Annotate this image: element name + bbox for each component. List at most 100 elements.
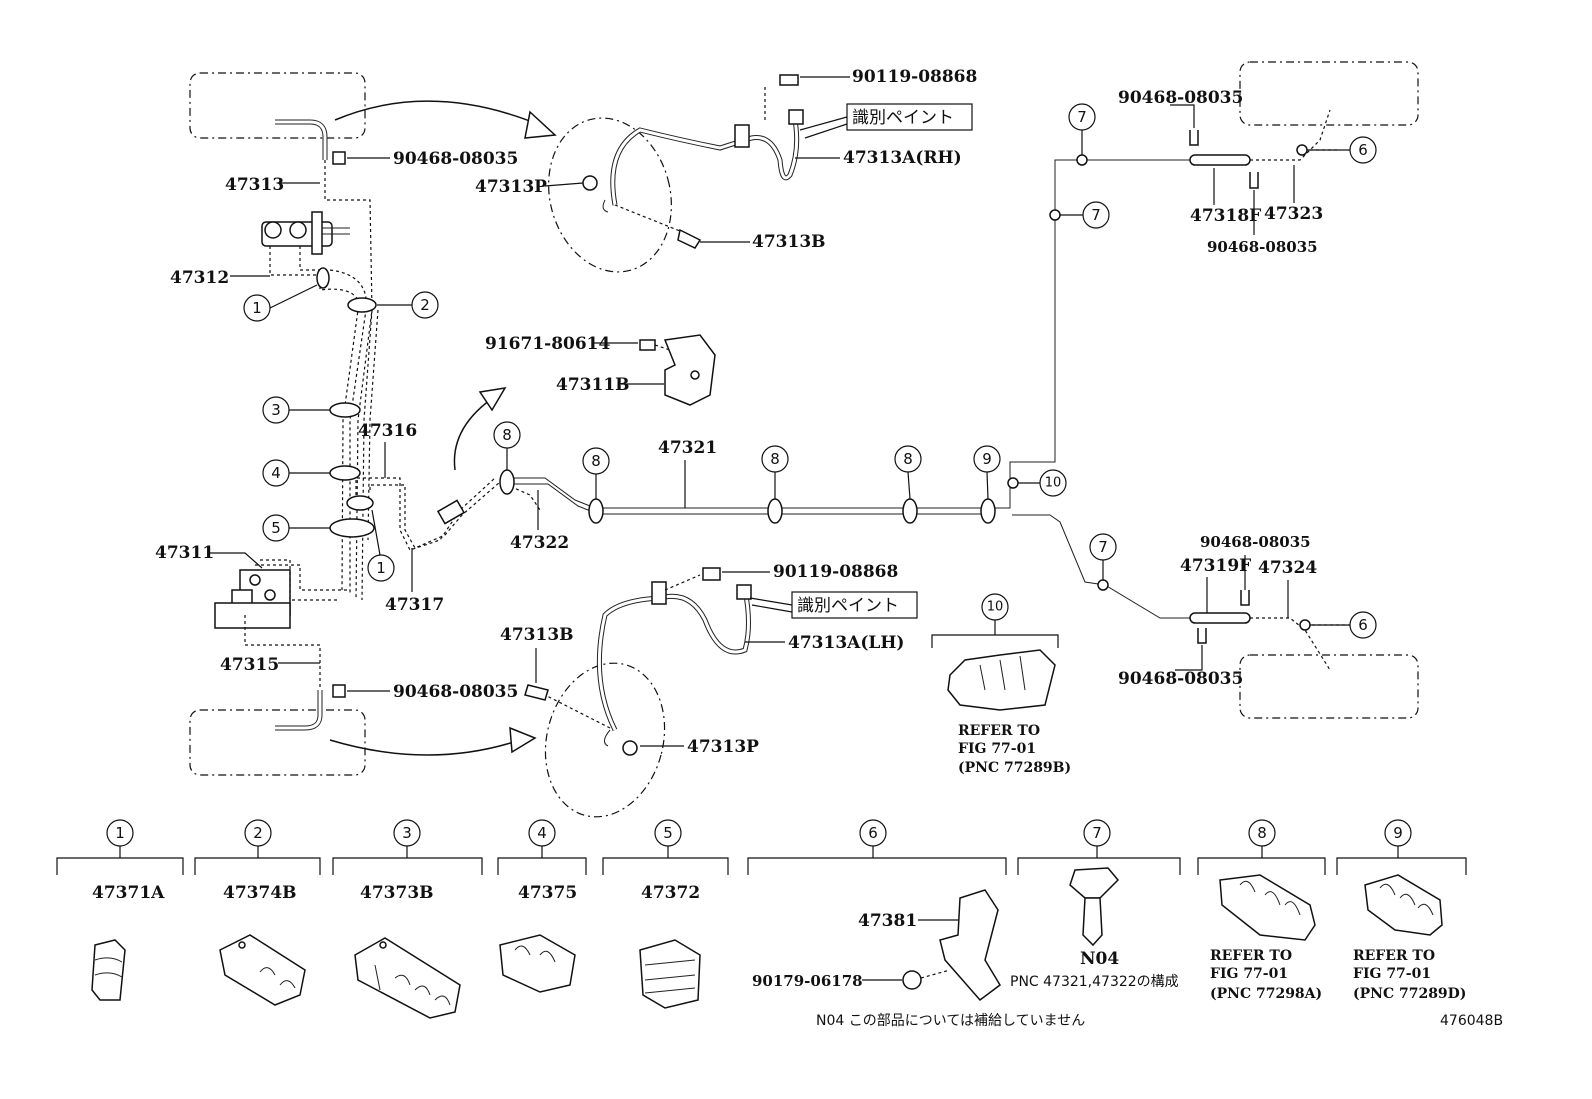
- callout-8-a: [493, 421, 521, 449]
- callout-4-text: 4: [271, 464, 281, 482]
- ref10-line2: FIG 77-01: [958, 741, 1036, 757]
- clamp-8-d: [902, 498, 918, 524]
- label-47313P-bottom: 47313P: [687, 737, 759, 757]
- abs-actuator-47311: [214, 559, 348, 629]
- rear-right-tubes: [1000, 109, 1350, 671]
- callout-6-b-text: 6: [1358, 616, 1368, 634]
- pnc-composition-note: PNC 47321,47322の構成: [1010, 974, 1179, 990]
- callout-7-b: [1082, 201, 1110, 229]
- parts-row: 1 47371A 2 47374B 3 47373B 4 47375 5 473…: [56, 819, 1467, 1019]
- label-90468-08035-top-right-a: 90468-08035: [1118, 88, 1243, 108]
- callout-8-b-text: 8: [591, 452, 601, 470]
- label-47324: 47324: [1258, 558, 1317, 578]
- label-47313B-top: 47313B: [752, 232, 826, 252]
- callout-3-text: 3: [271, 401, 281, 419]
- callout-1-text: 1: [252, 299, 262, 317]
- callout-8-d: [894, 445, 922, 473]
- part-5-number: 5: [663, 824, 673, 842]
- clamp-2: [347, 297, 377, 313]
- clamp-5: [329, 518, 375, 538]
- label-47322: 47322: [510, 533, 569, 553]
- label-47316: 47316: [358, 421, 417, 441]
- long-rear-tube-47321: [500, 477, 1000, 515]
- ref10-line3: (PNC 77289B): [958, 760, 1071, 776]
- label-47313B-bottom: 47313B: [500, 625, 574, 645]
- label-47318F: 47318F: [1190, 206, 1261, 226]
- clamp-8-c: [767, 498, 783, 524]
- callout-2-text: 2: [420, 296, 430, 314]
- part-4-number: 4: [537, 824, 547, 842]
- callout-8-c-text: 8: [770, 450, 780, 468]
- ref8-line3: (PNC 77298A): [1210, 986, 1322, 1002]
- callout-8-d-text: 8: [903, 450, 913, 468]
- label-90468-08035-bottom-left: 90468-08035: [393, 682, 518, 702]
- clip-icon-top-right-a: [1189, 130, 1199, 146]
- part-47372-clamp: [639, 939, 701, 1009]
- clamp-4: [329, 465, 361, 481]
- label-90119-08868-top: 90119-08868: [852, 67, 977, 87]
- part-47373B-clamp: [354, 937, 461, 1019]
- front-left-wheel-box: [189, 690, 537, 776]
- rear-right-wheel-box: [1239, 61, 1419, 126]
- clamp-3: [329, 402, 361, 418]
- part-2-number: 2: [253, 824, 263, 842]
- part-N04-label: N04: [1080, 949, 1119, 969]
- callout-8-a-text: 8: [502, 426, 512, 444]
- clamp-10: [1007, 477, 1019, 489]
- clip-icon-top-right-b: [1249, 172, 1259, 189]
- ref8-line1: REFER TO: [1210, 948, 1292, 964]
- master-cylinder: [261, 211, 350, 255]
- part-47374B-label: 47374B: [223, 883, 297, 903]
- part-47381-bracket: [939, 889, 1001, 1002]
- part-47372-label: 47372: [641, 883, 700, 903]
- ref9-line1: REFER TO: [1353, 948, 1435, 964]
- callout-7-a: [1068, 103, 1096, 131]
- label-91671-80614: 91671-80614: [485, 334, 611, 354]
- part-47371A-clamp: [91, 939, 126, 1001]
- callout-4: [262, 459, 290, 487]
- label-47315: 47315: [220, 655, 279, 675]
- label-90468-08035-top-left: 90468-08035: [393, 149, 518, 169]
- part-9-number: 9: [1393, 824, 1403, 842]
- part-47371A-label: 47371A: [92, 883, 165, 903]
- callout-7-c-text: 7: [1098, 538, 1108, 556]
- callout-9-text: 9: [982, 450, 992, 468]
- part-9-clamp: [1364, 874, 1443, 936]
- callout-5: [262, 514, 290, 542]
- front-left-hose-assembly: [524, 567, 752, 818]
- label-47313A-RH: 47313A(RH): [843, 148, 962, 168]
- part-47375-clamp: [499, 934, 576, 993]
- paint-mark-box-top: [846, 103, 973, 131]
- callout-3: [262, 396, 290, 424]
- part-47381-label: 47381: [858, 911, 917, 931]
- ref8-line2: FIG 77-01: [1210, 966, 1288, 982]
- figure-id: 476048B: [1440, 1013, 1503, 1029]
- footnote-n04: N04 この部品については補給していません: [816, 1013, 1085, 1029]
- label-47313P-top: 47313P: [475, 177, 547, 197]
- callout-9: [973, 445, 1001, 473]
- label-47313: 47313: [225, 175, 284, 195]
- bracket-47311B: [639, 334, 716, 406]
- rear-left-wheel-box: [1239, 654, 1419, 719]
- rear-tubes-47316-47317: [355, 477, 501, 551]
- part-N04-clip: [1069, 867, 1120, 899]
- label-47312: 47312: [170, 268, 229, 288]
- clamp-1-top: [316, 267, 330, 289]
- part-8-number: 8: [1257, 824, 1267, 842]
- label-47323: 47323: [1264, 204, 1323, 224]
- part-8-clamp: [1219, 874, 1316, 941]
- label-47317: 47317: [385, 595, 444, 615]
- front-right-wheel-box: [189, 72, 557, 160]
- clip-icon-bottom-right: [1197, 628, 1207, 644]
- label-90468-08035-top-right-b: 90468-08035: [1207, 238, 1318, 256]
- callout-6-a: [1349, 136, 1377, 164]
- clip-icon: [332, 151, 346, 165]
- label-90468-08035-mid-right: 90468-08035: [1200, 533, 1311, 551]
- callout-10-text: 10: [1045, 476, 1062, 491]
- callout-1-lower-text: 1: [376, 559, 386, 577]
- label-47311: 47311: [155, 543, 214, 563]
- callout-1: [243, 294, 271, 322]
- part-47373B-label: 47373B: [360, 883, 434, 903]
- label-47311B: 47311B: [556, 375, 630, 395]
- part-47375-label: 47375: [518, 883, 577, 903]
